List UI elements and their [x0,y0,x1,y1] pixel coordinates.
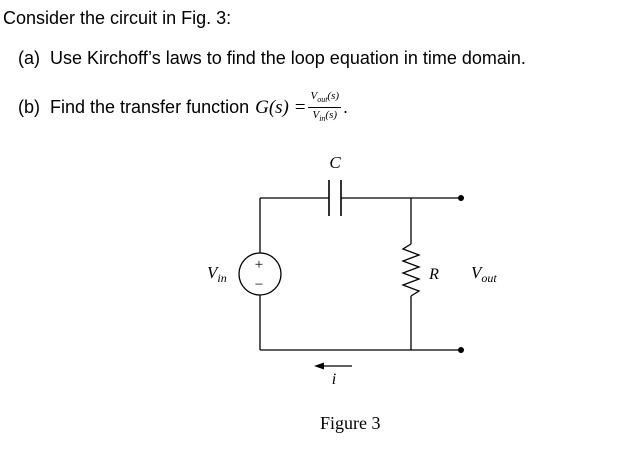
capacitor-label: C [329,153,341,172]
figure-caption: Figure 3 [320,413,381,433]
fraction-numerator: Vout(s) [308,90,342,109]
current-arrow-head [314,362,324,370]
part-b-marker: (b) [18,97,40,118]
resistor-zigzag [401,243,421,297]
part-b-text: Find the transfer function [50,97,250,118]
transfer-function-lhs: G(s) = [255,96,307,118]
current-label: i [332,371,336,388]
resistor-label: R [428,266,439,283]
problem-intro: Consider the circuit in Fig. 3: [3,8,232,28]
part-a: (a) Use Kirchoff’s laws to find the loop … [18,48,526,69]
transfer-function-fraction: Vout(s) Vin(s) [308,90,342,125]
source-label: Vin [207,263,227,285]
output-terminal-top [458,195,464,201]
part-a-text: Use Kirchoff’s laws to find the loop equ… [50,48,526,68]
part-b-end: . [343,97,349,118]
output-voltage-label: Vout [471,263,497,285]
output-terminal-bottom [458,347,464,353]
fraction-denominator: Vin(s) [312,109,338,124]
part-b: (b) Find the transfer function G(s) = Vo… [18,90,348,125]
part-a-marker: (a) [18,48,40,68]
voltage-source [238,252,282,296]
source-minus-sign: − [255,277,263,293]
source-plus-sign: + [255,257,263,273]
